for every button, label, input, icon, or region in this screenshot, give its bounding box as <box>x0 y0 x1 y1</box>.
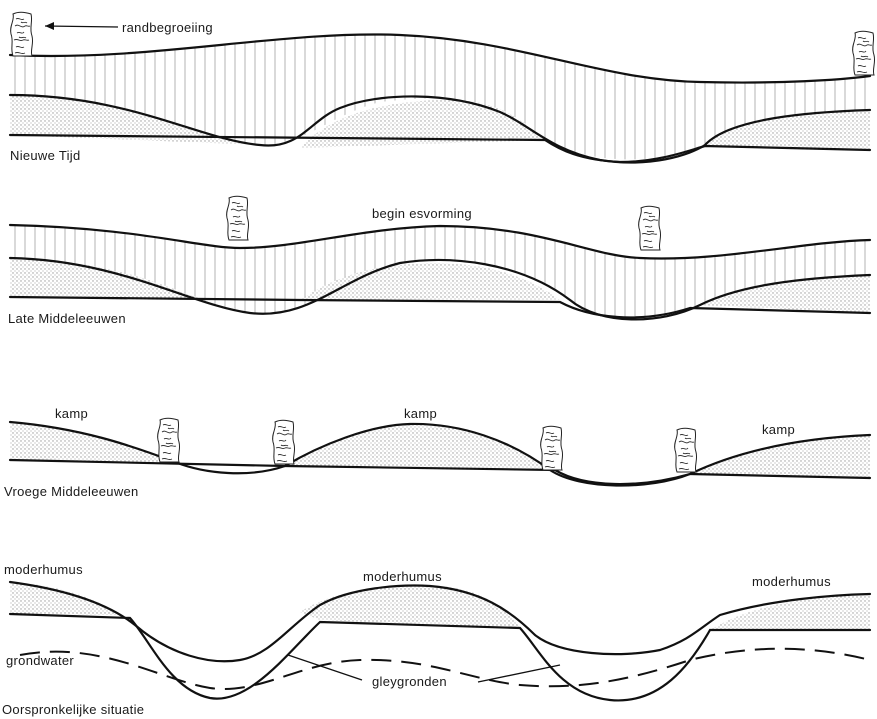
kamp-fill <box>300 263 560 300</box>
kamp-fill <box>10 258 200 298</box>
shrub-hedge-icon <box>272 419 296 465</box>
shrub-hedge-icon <box>157 417 181 463</box>
kamp-fill <box>10 95 260 145</box>
kamp-fill <box>705 110 870 150</box>
moderhumus-fill <box>300 585 520 628</box>
plaggen-layer <box>10 225 870 320</box>
base-line <box>8 295 872 319</box>
surface-line <box>8 223 872 260</box>
panel-vroege-middeleeuwen: kamp kamp kamp Vroege Middeleeuwen <box>4 406 872 499</box>
moderhumus-fill <box>10 582 120 615</box>
label-grondwater: grondwater <box>6 653 74 668</box>
kamp-fill <box>300 99 545 148</box>
surface-line <box>8 580 872 663</box>
panel-late-middeleeuwen: begin esvorming Late Middeleeuwen <box>8 195 872 326</box>
panel-caption: Oorspronkelijke situatie <box>2 702 144 717</box>
label-moderhumus: moderhumus <box>4 562 83 577</box>
panel-caption: Late Middeleeuwen <box>8 311 126 326</box>
shrub-hedge-icon <box>226 195 250 241</box>
panel-nieuwe-tijd: randbegroeiing Nieuwe Tijd <box>8 11 876 164</box>
arrow-icon <box>45 22 54 30</box>
pointer-line <box>44 25 119 28</box>
label-kamp: kamp <box>762 422 795 437</box>
label-moderhumus: moderhumus <box>752 574 831 589</box>
label-begin-esvorming: begin esvorming <box>372 206 472 221</box>
base-line <box>8 133 872 164</box>
pointer-line <box>287 654 363 681</box>
moderhumus-fill <box>710 594 870 630</box>
label-moderhumus: moderhumus <box>363 569 442 584</box>
label-randbegroeiing: randbegroeiing <box>122 20 213 35</box>
kamp-fill <box>690 435 870 478</box>
old-surface-line <box>8 256 872 321</box>
grondwater-dashed-line <box>19 647 871 690</box>
kamp-fill <box>10 422 175 462</box>
kamp-fill <box>700 275 870 313</box>
label-kamp: kamp <box>404 406 437 421</box>
shrub-hedge-icon <box>674 427 698 473</box>
panel-oorspronkelijke-situatie: moderhumus moderhumus moderhumus grondwa… <box>2 562 872 717</box>
old-surface-line <box>8 93 872 164</box>
shrub-hedge-icon <box>540 425 564 471</box>
pointer-line <box>477 664 561 683</box>
label-kamp: kamp <box>55 406 88 421</box>
label-gleygronden: gleygronden <box>372 674 447 689</box>
surface-line <box>8 33 872 84</box>
panel-caption: Vroege Middeleeuwen <box>4 484 139 499</box>
shrub-hedge-icon <box>638 205 662 251</box>
shrub-hedge-icon <box>852 30 876 76</box>
panel-caption: Nieuwe Tijd <box>10 148 81 163</box>
shrub-hedge-icon <box>10 11 34 57</box>
